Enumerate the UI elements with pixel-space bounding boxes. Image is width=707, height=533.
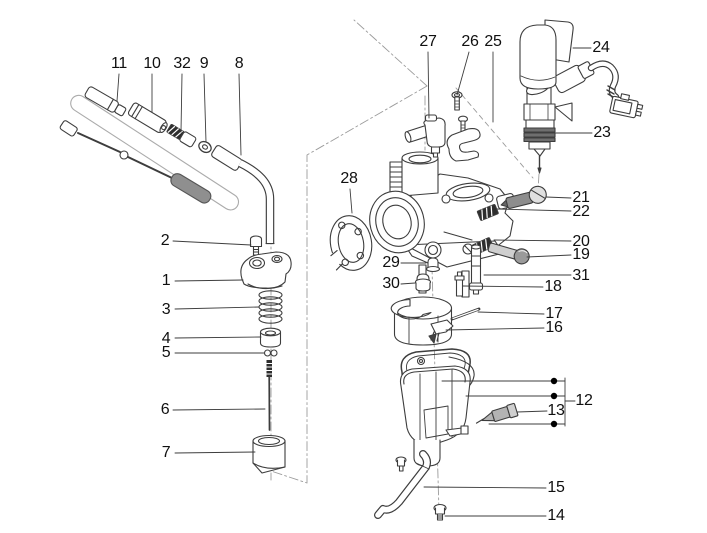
callout-16: 16 xyxy=(545,319,563,336)
part-6-jet-needle xyxy=(267,360,273,430)
part-14-screw xyxy=(434,505,446,521)
wire-connector xyxy=(609,92,644,119)
leader-line-32 xyxy=(181,74,182,132)
callout-26: 26 xyxy=(461,33,479,50)
part-21-idle-screw xyxy=(499,185,548,213)
callout-13: 13 xyxy=(547,402,565,419)
cable-sheath xyxy=(68,92,242,213)
part-17-float-pin xyxy=(452,309,479,319)
leader-line-8 xyxy=(239,74,241,155)
callout-14: 14 xyxy=(547,507,565,524)
leader-lines xyxy=(117,48,592,516)
part-30-needle-valve xyxy=(416,274,431,291)
callout-21: 21 xyxy=(572,189,590,206)
callout-19: 19 xyxy=(572,246,590,263)
callout-17: 17 xyxy=(545,305,563,322)
callout-20: 20 xyxy=(572,233,590,250)
leader-line-28 xyxy=(350,189,352,213)
cable-sleeve xyxy=(169,171,213,205)
bracket-dot-12 xyxy=(550,392,558,400)
part-9-ring-nut xyxy=(197,139,213,154)
callout-25: 25 xyxy=(484,33,502,50)
part-24-choke-cap xyxy=(520,20,573,89)
callout-1: 1 xyxy=(161,272,171,289)
part-19-screw xyxy=(487,240,531,266)
callout-3: 3 xyxy=(161,301,171,318)
part-28-ring xyxy=(323,212,376,274)
callout-32: 32 xyxy=(173,55,191,72)
callout-7: 7 xyxy=(161,444,171,461)
callout-9: 9 xyxy=(199,55,209,72)
leader-line-30 xyxy=(401,283,415,284)
callout-12: 12 xyxy=(575,392,593,409)
part-bowl-screw xyxy=(396,457,406,471)
part-29-jet-cap xyxy=(427,258,440,272)
leader-line-17 xyxy=(478,312,544,314)
leader-line-3 xyxy=(175,307,259,309)
part-27-inlet-fitting xyxy=(404,115,445,157)
leader-line-15 xyxy=(424,487,546,488)
part-5-needle-clip xyxy=(265,350,278,356)
leader-line-20 xyxy=(494,240,571,241)
part-4-spring-seat xyxy=(261,328,281,347)
part-13-jet xyxy=(474,403,518,428)
callout-31: 31 xyxy=(572,267,590,284)
part-7-throttle-slide xyxy=(253,436,285,474)
leader-line-16 xyxy=(446,328,544,330)
callout-2: 2 xyxy=(160,232,170,249)
callout-10: 10 xyxy=(143,55,161,72)
leader-line-19 xyxy=(527,255,571,257)
bracket-dot-12 xyxy=(550,420,558,428)
bracket-dot-12 xyxy=(550,377,558,385)
part-23-electric-choke xyxy=(524,61,644,173)
callout-22: 22 xyxy=(572,203,590,220)
leader-line-1 xyxy=(175,280,243,281)
part-25-clamp-bracket xyxy=(447,129,480,161)
cable-inner-wire xyxy=(59,120,213,205)
part-3-spring xyxy=(259,291,282,323)
callout-18: 18 xyxy=(544,278,562,295)
leader-line-9 xyxy=(204,74,206,142)
part-12-float-bowl xyxy=(400,366,470,466)
callout-24: 24 xyxy=(592,39,610,56)
callout-30: 30 xyxy=(382,275,400,292)
part-float xyxy=(391,297,451,345)
part-8-elbow-tube xyxy=(211,144,274,243)
part-32-spring-adjuster xyxy=(166,123,197,147)
callout-29: 29 xyxy=(382,254,400,271)
callout-28: 28 xyxy=(340,170,358,187)
callout-5: 5 xyxy=(161,344,171,361)
callout-8: 8 xyxy=(234,55,244,72)
leader-line-21 xyxy=(546,197,571,198)
callout-15: 15 xyxy=(547,479,565,496)
callout-27: 27 xyxy=(419,33,437,50)
leader-line-13 xyxy=(517,411,547,412)
leader-line-18 xyxy=(463,286,543,287)
callout-6: 6 xyxy=(160,401,170,418)
part-16-float-hinge xyxy=(429,320,453,343)
leader-line-4 xyxy=(175,337,261,338)
leader-line-26 xyxy=(457,52,469,95)
part-bell-mouth xyxy=(363,185,431,259)
leader-line-27 xyxy=(428,52,429,118)
callout-23: 23 xyxy=(593,124,611,141)
part-15-drain-tube xyxy=(378,454,429,515)
part-11-cable-end xyxy=(84,86,127,118)
callout-4: 4 xyxy=(161,330,171,347)
leader-line-7 xyxy=(175,452,255,453)
part-18-jet xyxy=(455,272,464,296)
leader-line-2 xyxy=(173,241,251,245)
part-1-throttle-cover xyxy=(241,252,291,289)
part-10-adjuster xyxy=(127,102,169,135)
leader-line-22 xyxy=(497,209,571,211)
callout-11: 11 xyxy=(110,55,128,72)
leader-line-6 xyxy=(173,409,265,410)
leader-line-11 xyxy=(117,74,119,101)
